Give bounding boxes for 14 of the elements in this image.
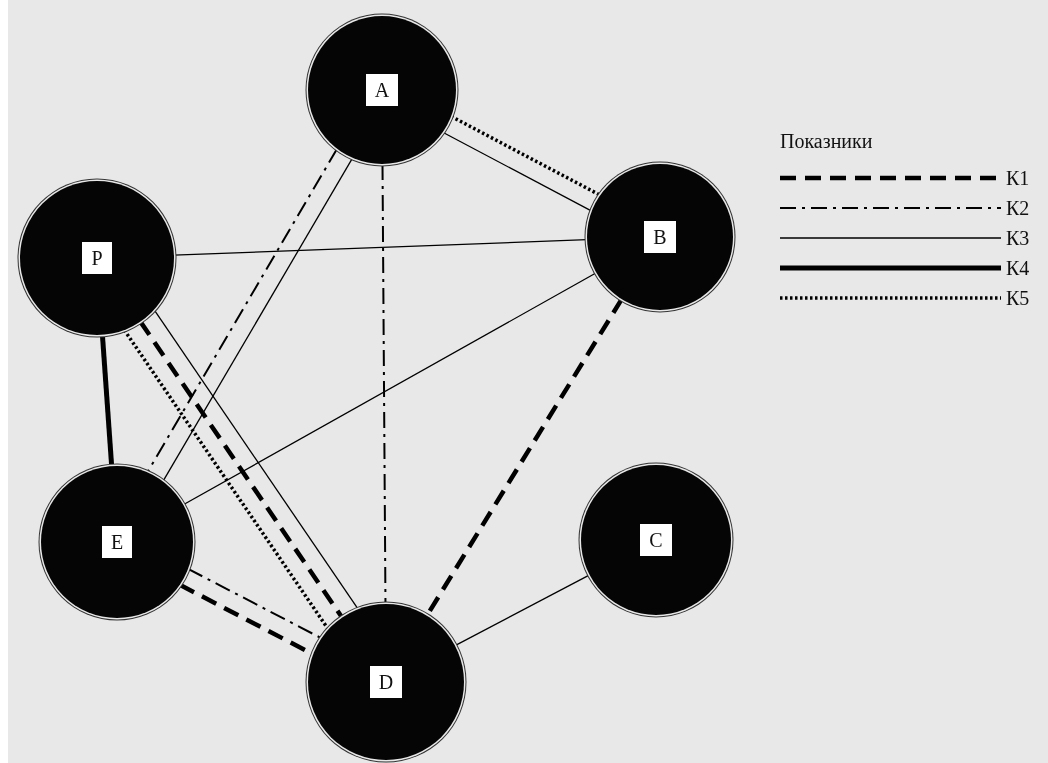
node-label: C [640, 524, 672, 556]
legend-label: К5 [1006, 288, 1030, 308]
legend-label: К1 [1006, 168, 1030, 188]
legend-label: К2 [1006, 198, 1030, 218]
node-label: P [82, 242, 112, 274]
legend-label: К4 [1006, 258, 1030, 278]
legend-title: Показники [780, 130, 873, 153]
connector-line [153, 309, 359, 610]
node-label: B [644, 221, 676, 253]
legend-label: К3 [1006, 228, 1030, 248]
node-label: D [369, 666, 403, 698]
connector-line [138, 320, 344, 619]
node-label: E [101, 526, 133, 558]
node-label: A [365, 74, 399, 106]
